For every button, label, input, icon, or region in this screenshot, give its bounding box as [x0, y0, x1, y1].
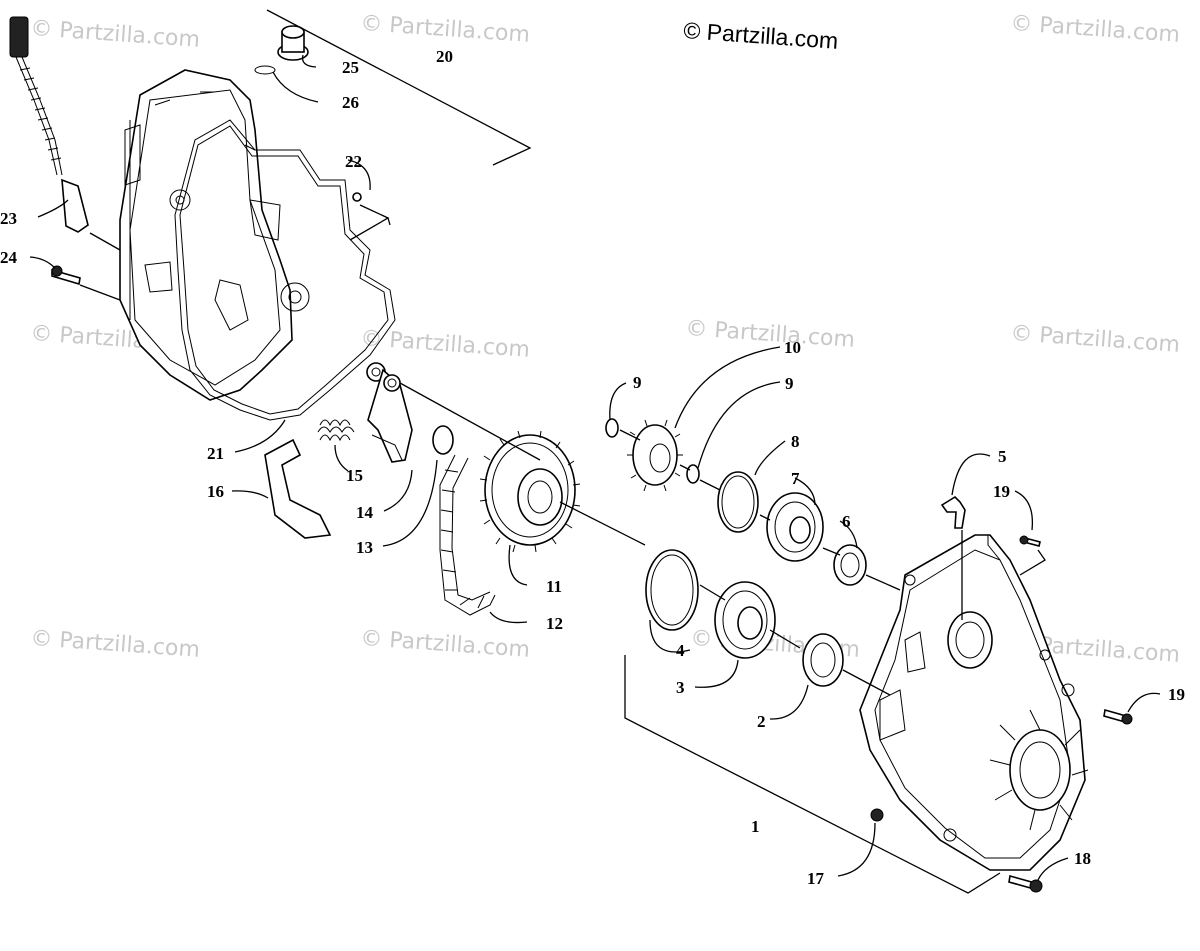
callout-20: 20 — [436, 47, 453, 66]
watermark: © Partzilla.com — [30, 626, 201, 663]
callout-8: 8 — [791, 432, 800, 451]
copyright-notice: © Partzilla.com — [683, 17, 839, 54]
watermark: © Partzilla.com — [360, 11, 531, 48]
watermark: © Partzilla.com — [1010, 11, 1181, 48]
callout-5: 5 — [998, 447, 1007, 466]
callout-21: 21 — [207, 444, 224, 463]
housing-bolt-19-top — [1019, 535, 1041, 547]
callout-22: 22 — [345, 152, 362, 171]
callout-labels: 25 26 20 22 23 24 21 15 16 14 13 11 12 9… — [0, 47, 1185, 888]
bracket-20 — [266, 9, 532, 166]
callout-11: 11 — [546, 577, 562, 596]
bracket-22 — [349, 204, 391, 241]
callout-18: 18 — [1074, 849, 1091, 868]
outer-chaincase-cover — [119, 69, 310, 401]
snap-ring-13 — [432, 425, 454, 455]
bracket-1 — [624, 655, 1001, 894]
callout-7: 7 — [791, 469, 800, 488]
circlip-9-left — [605, 418, 619, 438]
callout-6: 6 — [842, 512, 851, 531]
callout-9-right: 9 — [785, 374, 794, 393]
callout-1: 1 — [751, 817, 760, 836]
callout-16: 16 — [207, 482, 224, 501]
cover-gasket-inner — [179, 125, 389, 415]
bearing-7 — [766, 492, 824, 562]
chaincase-housing — [859, 534, 1089, 871]
bracket-19 — [1019, 549, 1046, 576]
o-ring-8 — [717, 471, 759, 533]
housing-bolt-19-right — [1103, 708, 1133, 725]
circlip-9-right — [686, 464, 700, 484]
tensioner-arm — [366, 362, 413, 463]
callout-3: 3 — [676, 678, 685, 697]
seal-6 — [833, 544, 867, 586]
o-ring-4 — [645, 549, 699, 631]
leader-lines — [29, 54, 1161, 881]
tensioner-spring — [317, 419, 355, 442]
chain-slide — [264, 438, 332, 539]
housing-bolt-18 — [1008, 874, 1043, 893]
callout-19-top: 19 — [993, 482, 1010, 501]
small-gear — [627, 419, 683, 492]
callout-17: 17 — [807, 869, 825, 888]
assembly-axis-lines — [79, 232, 963, 696]
callout-19-right: 19 — [1168, 685, 1185, 704]
callout-23: 23 — [0, 209, 17, 228]
driven-sprocket — [479, 430, 581, 553]
callout-24: 24 — [0, 248, 18, 267]
filler-plug — [254, 25, 309, 75]
callout-25: 25 — [342, 58, 359, 77]
dowel-pin — [352, 192, 362, 202]
housing-nut-17 — [870, 808, 884, 822]
watermark: © Partzilla.com — [30, 16, 201, 53]
cover-bolt — [51, 265, 81, 286]
seal-2 — [802, 633, 844, 687]
vent-fitting — [940, 495, 966, 529]
callout-4: 4 — [676, 641, 685, 660]
watermark: © Partzilla.com — [685, 316, 856, 353]
callout-14: 14 — [356, 503, 374, 522]
callout-15: 15 — [346, 466, 363, 485]
watermark: © Partzilla.com — [360, 626, 531, 663]
callout-13: 13 — [356, 538, 373, 557]
callout-12: 12 — [546, 614, 563, 633]
callout-2: 2 — [757, 712, 766, 731]
dipstick-sensor — [9, 16, 89, 233]
cover-gasket — [174, 119, 396, 421]
callout-10: 10 — [784, 338, 801, 357]
watermark: © Partzilla.com — [360, 326, 531, 363]
callout-26: 26 — [342, 93, 359, 112]
callout-9-left: 9 — [633, 373, 642, 392]
bearing-3 — [714, 581, 776, 659]
watermark: © Partzilla.com — [1010, 321, 1181, 358]
drive-chain — [439, 454, 496, 616]
